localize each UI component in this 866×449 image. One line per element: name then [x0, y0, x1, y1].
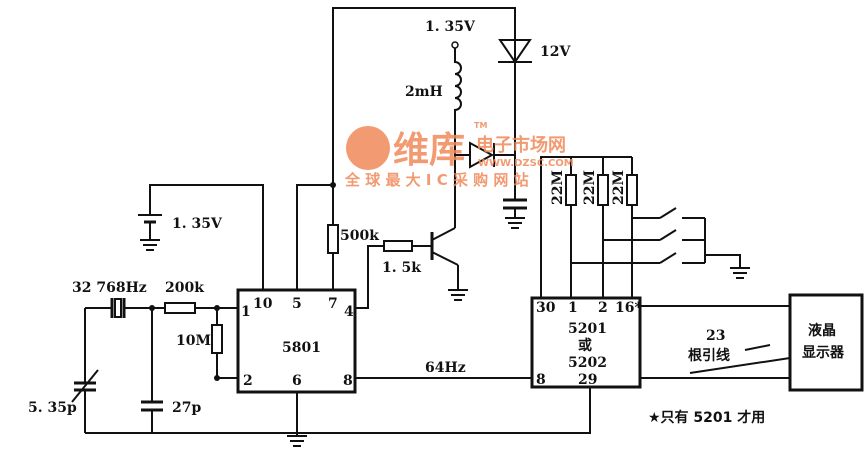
freq-label: 64Hz [425, 360, 466, 376]
battery-1-35v [138, 214, 162, 251]
pin-label: 29 [578, 372, 597, 388]
watermark: 维库 TM 电子市场网 WWW.DZSC.COM 全 球 最 大 I C 采 购… [344, 121, 574, 189]
zener-diode-12v [498, 39, 532, 64]
switch-group[interactable] [571, 207, 750, 279]
pin-label: 30 [536, 300, 556, 316]
battery-label: 1. 35V [172, 216, 223, 232]
top-voltage-label: 1. 35V [425, 19, 476, 35]
battery-wire [149, 184, 264, 290]
watermark-slogan: 全 球 最 大 I C 采 购 网 站 [344, 171, 529, 189]
ic-or-label: 或 [578, 337, 592, 354]
pin-label: 2 [598, 300, 608, 316]
wire-pin5 [296, 184, 333, 290]
wires-count-label: 23 [706, 328, 725, 344]
wire-pin30 [540, 156, 632, 298]
r22m-label: 22M [611, 170, 627, 205]
ic-5201 [530, 296, 642, 389]
watermark-brand: 维库 [393, 130, 465, 171]
c27p-label: 27p [172, 400, 201, 416]
ic-5201-label: 5201 [568, 321, 607, 337]
variable-capacitor-5-35p [71, 369, 99, 433]
resistor-22m-group [565, 157, 638, 298]
lcd-label-1: 液晶 [808, 322, 836, 339]
ic-5202-label: 5202 [568, 355, 607, 371]
resistor-500k [327, 224, 339, 254]
capacitor-27p [141, 308, 163, 433]
filter-capacitor [503, 150, 527, 229]
pin-label: 8 [343, 373, 353, 389]
bottom-wire [85, 387, 591, 434]
cvar-label: 5. 35p [28, 400, 77, 416]
pin-label: 10 [253, 296, 273, 312]
inductor-2mh [454, 48, 462, 228]
watermark-url: WWW.DZSC.COM [478, 158, 574, 169]
pin-label: 1 [241, 304, 251, 320]
transistor [430, 227, 468, 301]
lcd-display [788, 293, 864, 392]
r200k-label: 200k [165, 280, 204, 296]
crystal-32768hz [110, 298, 126, 318]
r500k-label: 500k [340, 228, 379, 244]
r1-5k-label: 1. 5k [382, 260, 421, 276]
pin-label: 1 [568, 300, 578, 316]
watermark-logo-icon [346, 126, 390, 170]
pin-label: 7 [328, 296, 338, 312]
diode [455, 141, 515, 169]
wire-pin4 [355, 245, 384, 309]
ground-icon [287, 392, 307, 447]
zener-label: 12V [540, 44, 571, 60]
crystal-label: 32 768Hz [72, 280, 147, 296]
resistor-1-5k [383, 240, 413, 252]
wires-label: 根引线 [688, 347, 730, 364]
inductor-label: 2mH [405, 84, 443, 100]
pin-label: 4 [344, 304, 354, 320]
watermark-title: 电子市场网 [476, 134, 566, 156]
ic-5801 [236, 288, 357, 394]
r10m-label: 10M [176, 333, 211, 349]
pin-label: 5 [292, 296, 302, 312]
ic-5801-label: 5801 [282, 340, 321, 356]
resistor-10m [211, 324, 223, 354]
pin-label: 8 [536, 372, 546, 388]
r22m-label: 22M [582, 170, 598, 205]
watermark-tm: TM [474, 121, 487, 130]
pin-label: 6 [292, 373, 302, 389]
footnote: ★只有 5201 才用 [648, 409, 765, 426]
terminal-1-35v [451, 41, 459, 49]
resistor-200k [164, 302, 196, 314]
r22m-label: 22M [550, 170, 566, 205]
lcd-label-2: 显示器 [802, 345, 845, 361]
pin-label: 2 [243, 373, 253, 389]
pin-label: 16* [615, 300, 642, 316]
top-supply-wire [332, 7, 516, 290]
